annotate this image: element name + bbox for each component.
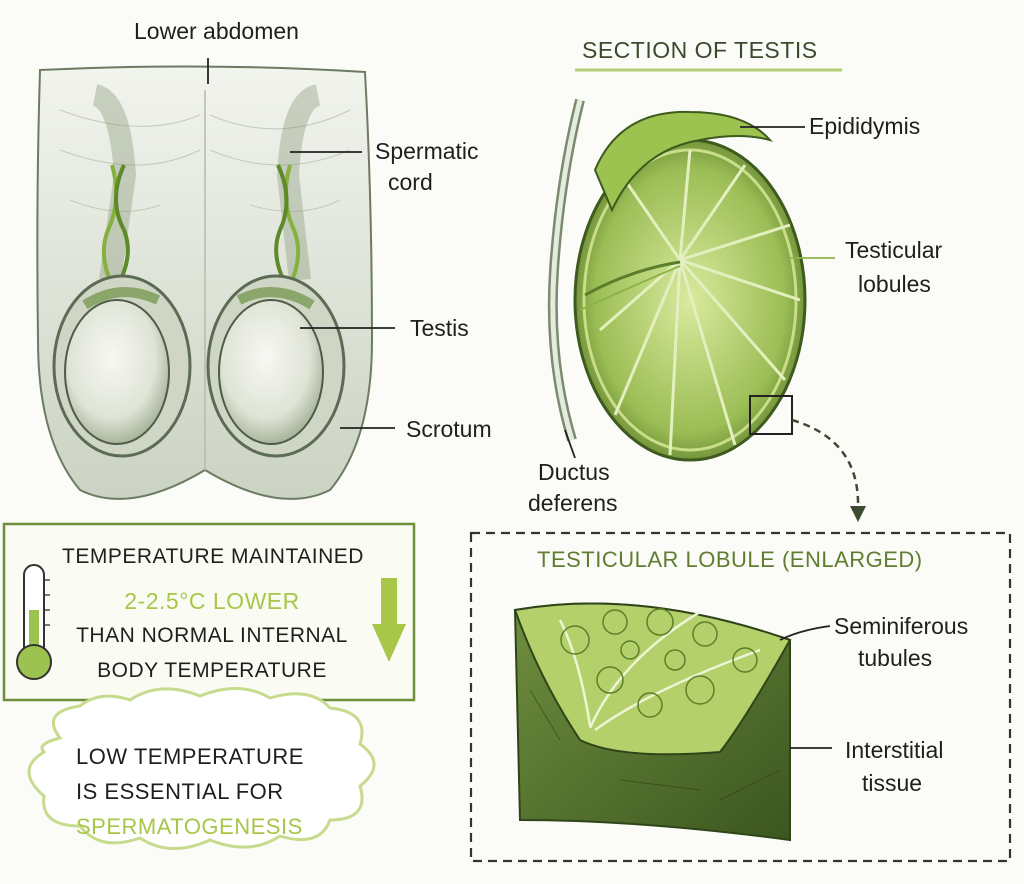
label-scrotum: Scrotum bbox=[406, 416, 492, 442]
cloud-line3: SPERMATOGENESIS bbox=[76, 814, 303, 839]
label-interstitial-line2: tissue bbox=[862, 770, 923, 796]
lobule-wedge-drawing bbox=[513, 602, 792, 842]
label-testicular-lobules-line1: Testicular bbox=[845, 237, 943, 263]
label-spermatic-cord-line2: cord bbox=[388, 169, 433, 195]
temp-line2: 2-2.5°C LOWER bbox=[124, 588, 300, 614]
temperature-box-border bbox=[2, 522, 416, 702]
label-spermatic-cord-line1: Spermatic bbox=[375, 138, 479, 164]
cloud-line2: IS ESSENTIAL FOR bbox=[76, 779, 284, 804]
down-arrow-icon bbox=[372, 578, 406, 662]
label-ductus-deferens-line2: deferens bbox=[528, 490, 618, 516]
label-testis: Testis bbox=[410, 315, 469, 341]
enlarge-marker bbox=[749, 395, 793, 435]
leader-seminiferous bbox=[779, 625, 831, 641]
label-testicular-lobules-line2: lobules bbox=[858, 271, 931, 297]
label-seminiferous-line2: tubules bbox=[858, 645, 933, 671]
label-seminiferous-line1: Seminiferous bbox=[834, 613, 969, 639]
label-interstitial-line1: Interstitial bbox=[845, 737, 944, 763]
temp-line1: TEMPERATURE MAINTAINED bbox=[62, 545, 364, 568]
section-title: SECTION OF TESTIS bbox=[582, 37, 818, 63]
scrotum-drawing bbox=[36, 65, 374, 500]
cloud-shape bbox=[27, 686, 376, 850]
label-epididymis: Epididymis bbox=[809, 113, 921, 139]
temp-line4: BODY TEMPERATURE bbox=[97, 659, 327, 682]
testis-section-drawing bbox=[547, 98, 866, 522]
label-lower-abdomen: Lower abdomen bbox=[134, 18, 299, 44]
cloud-line1: LOW TEMPERATURE bbox=[76, 744, 304, 769]
thermometer-icon bbox=[16, 564, 52, 680]
label-ductus-deferens-line1: Ductus bbox=[538, 459, 610, 485]
enlarged-title: TESTICULAR LOBULE (ENLARGED) bbox=[537, 547, 923, 572]
leader-ductus bbox=[564, 429, 576, 459]
temp-line3: THAN NORMAL INTERNAL bbox=[76, 624, 348, 647]
